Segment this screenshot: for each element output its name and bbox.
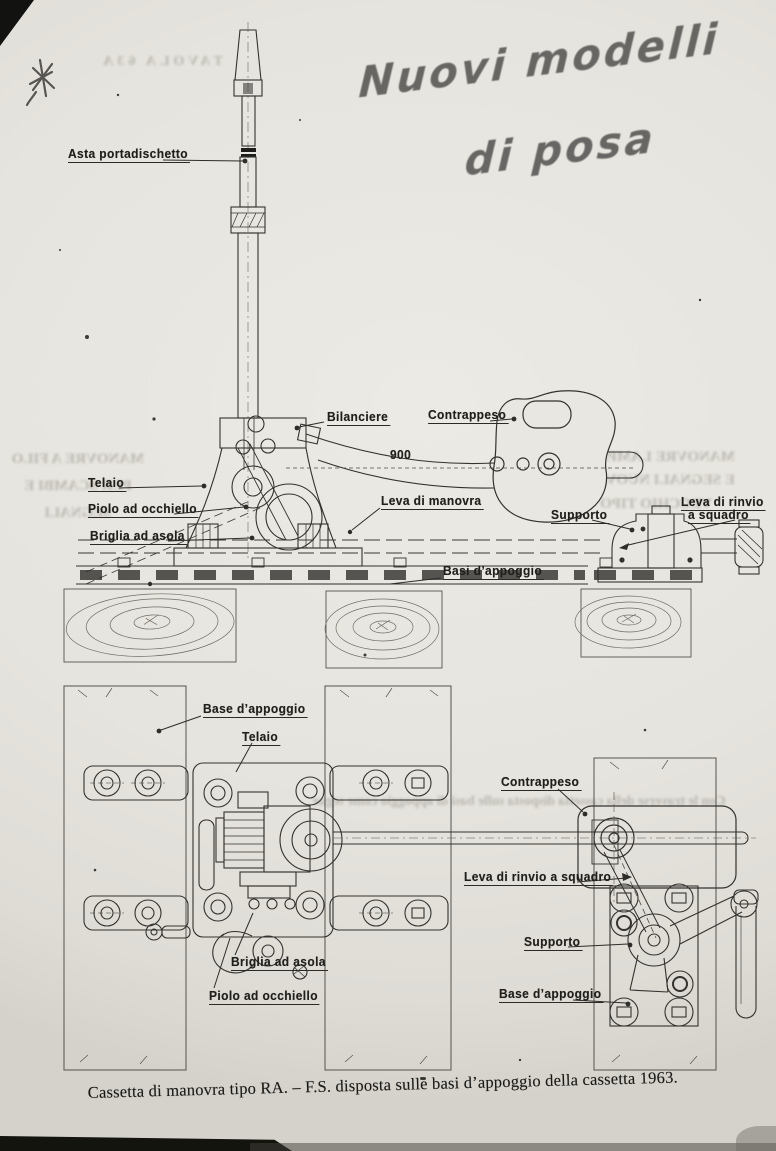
label-contrappeso-top: Contrappeso	[428, 408, 509, 425]
label-supporto-top: Supporto	[551, 508, 610, 525]
label-briglia-top: Briglia ad asola	[90, 529, 187, 546]
label-leva-rinvio-top-line1: Leva di rinvio	[681, 495, 766, 512]
label-telaio-top: Telaio	[88, 476, 127, 493]
rod-assembly	[230, 22, 266, 562]
long-rod-plan	[333, 831, 756, 845]
label-piolo-top: Piolo ad occhiello	[88, 502, 199, 519]
planks-plan	[63, 685, 717, 1071]
counterweight-plan	[577, 792, 737, 939]
stand-frame	[173, 415, 363, 567]
label-supporto-lower: Supporto	[524, 935, 583, 952]
label-piolo-lower: Piolo ad occhiello	[209, 989, 320, 1006]
label-leva-di-manovra: Leva di manovra	[381, 494, 484, 511]
scan-bottom-band	[0, 1136, 292, 1151]
balance-lever	[296, 423, 644, 489]
strap-plates	[83, 765, 449, 931]
base-bar	[76, 557, 700, 585]
label-basi-dappoggio: Basi d’appoggio	[443, 564, 545, 581]
mechanism-plan	[145, 762, 343, 980]
label-telaio-lower: Telaio	[242, 730, 281, 747]
label-leva-rinvio-top-line2: a squadro	[688, 508, 751, 525]
scan-bottom-shadow	[250, 1143, 776, 1151]
label-leva-rinvio-lower: Leva di rinvio a squadro	[464, 870, 614, 887]
label-base-dappoggio-lower-right: Base d’appoggio	[499, 987, 604, 1004]
throw-rods-dashed	[78, 499, 600, 585]
handwritten-star-mark	[25, 58, 56, 107]
scan-corner-blob	[736, 1126, 776, 1151]
label-bilanciere: Bilanciere	[327, 410, 391, 427]
label-asta-portadischetto: Asta portadischetto	[68, 147, 190, 164]
label-base-dappoggio-lower: Base d’appoggio	[203, 702, 308, 719]
sleepers-elevation	[63, 588, 692, 669]
dimension-900: 900	[390, 448, 412, 462]
counterweight-elevation	[286, 390, 634, 523]
scan-specks	[59, 93, 702, 1080]
bell-crank-plan	[609, 883, 759, 1027]
label-contrappeso-lower: Contrappeso	[501, 775, 582, 792]
leader-lines	[118, 158, 736, 1007]
support-pedestal	[597, 505, 764, 583]
label-briglia-lower: Briglia ad asola	[231, 955, 328, 972]
